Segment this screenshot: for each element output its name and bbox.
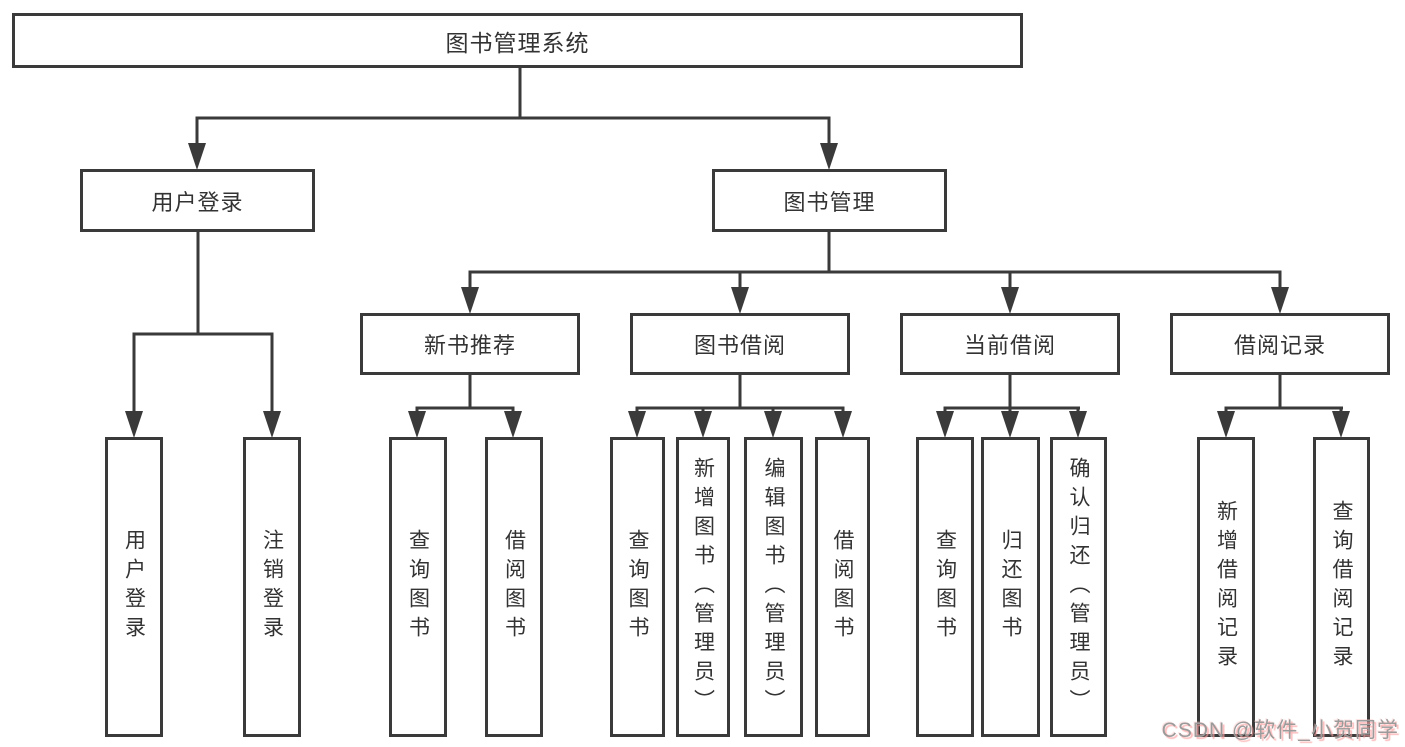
node-label: 查询图书 <box>626 529 649 645</box>
node-leaf-add-books-admin: 新增图书（管理员） <box>676 437 730 737</box>
arrowhead <box>1332 411 1350 438</box>
arrowhead <box>628 411 646 438</box>
node-leaf-confirm-return-admin: 确认归还（管理员） <box>1050 437 1107 737</box>
arrowhead <box>936 411 954 438</box>
edge-borrow-records-to-leaves <box>1224 375 1343 432</box>
edge-new-book-rec-to-leaves <box>415 375 515 432</box>
edge-book-mgmt-to-level3 <box>468 232 1282 308</box>
node-leaf-logout: 注销登录 <box>243 437 301 737</box>
node-label: 借阅图书 <box>831 529 854 645</box>
edge-line <box>195 68 831 164</box>
arrowhead <box>504 411 522 438</box>
edge-line <box>132 232 274 432</box>
edge-root-to-level2 <box>195 68 831 164</box>
node-leaf-query-books-recommend: 查询图书 <box>389 437 447 737</box>
node-label: 查询借阅记录 <box>1330 500 1353 674</box>
node-root-system: 图书管理系统 <box>12 13 1023 68</box>
node-leaf-add-borrow-record: 新增借阅记录 <box>1197 437 1255 737</box>
edge-line <box>1224 375 1343 432</box>
arrowhead <box>764 411 782 438</box>
node-book-management: 图书管理 <box>712 169 947 232</box>
node-label: 新增图书（管理员） <box>691 456 715 718</box>
node-leaf-edit-books-admin: 编辑图书（管理员） <box>744 437 803 737</box>
node-label: 确认归还（管理员） <box>1067 456 1090 718</box>
node-leaf-user-login: 用户登录 <box>105 437 163 737</box>
arrowhead <box>1001 287 1019 314</box>
node-label: 编辑图书（管理员） <box>762 456 785 718</box>
arrowhead <box>125 411 143 438</box>
edge-line <box>635 375 845 432</box>
node-book-borrow: 图书借阅 <box>630 313 850 375</box>
arrowhead <box>263 411 281 438</box>
edge-line <box>468 232 1282 308</box>
node-user-login: 用户登录 <box>80 169 315 232</box>
arrowhead <box>1271 287 1289 314</box>
arrowhead <box>820 143 838 170</box>
node-leaf-borrow-books: 借阅图书 <box>815 437 870 737</box>
node-leaf-borrow-books-recommend: 借阅图书 <box>485 437 543 737</box>
node-leaf-query-borrow-record: 查询借阅记录 <box>1313 437 1370 737</box>
arrowhead <box>694 411 712 438</box>
node-label: 用户登录 <box>122 529 146 645</box>
arrowhead <box>1217 411 1235 438</box>
arrowhead <box>731 287 749 314</box>
csdn-watermark: CSDN @软件_小贺同学 <box>1161 719 1399 742</box>
arrowhead <box>1001 411 1019 438</box>
node-leaf-query-books-borrow: 查询图书 <box>610 437 665 737</box>
edge-user-login-to-leaves <box>132 232 274 432</box>
arrowhead <box>408 411 426 438</box>
node-label: 借阅图书 <box>502 529 526 645</box>
node-label: 归还图书 <box>999 529 1022 645</box>
node-new-book-recommend: 新书推荐 <box>360 313 580 375</box>
node-label: 新增借阅记录 <box>1214 500 1238 674</box>
arrowhead <box>461 287 479 314</box>
arrowhead <box>834 411 852 438</box>
node-label: 查询图书 <box>406 529 430 645</box>
node-leaf-query-books-current: 查询图书 <box>916 437 974 737</box>
arrowhead <box>188 143 206 170</box>
node-borrow-records: 借阅记录 <box>1170 313 1390 375</box>
node-current-borrow: 当前借阅 <box>900 313 1120 375</box>
arrowhead <box>1069 411 1087 438</box>
edge-line <box>415 375 515 432</box>
edge-book-borrow-to-leaves <box>635 375 845 432</box>
node-label: 注销登录 <box>260 529 284 645</box>
node-leaf-return-books: 归还图书 <box>981 437 1040 737</box>
node-label: 查询图书 <box>933 529 957 645</box>
